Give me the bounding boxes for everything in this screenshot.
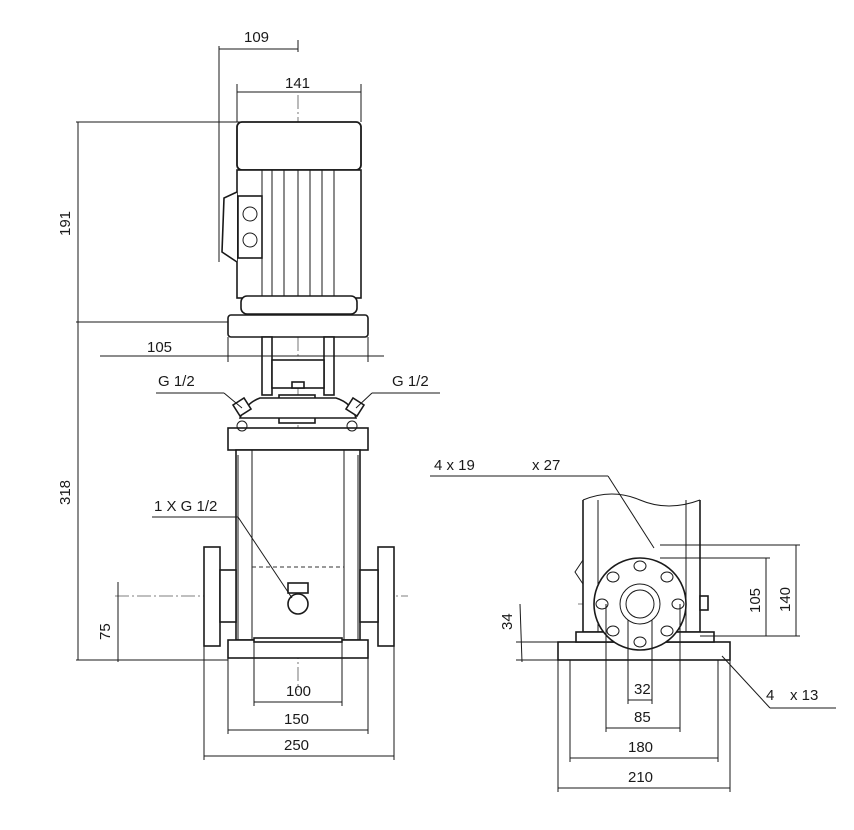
dim-75: 75 [97, 623, 114, 640]
side-dimensions: 4 x 19 x 27 105 140 34 32 85 180 210 [430, 457, 836, 792]
drain-plug-icon [287, 593, 309, 615]
motor [221, 121, 362, 315]
cable-gland-icon [242, 232, 258, 248]
foot-holes-sep: x 13 [790, 687, 818, 704]
dim-32: 32 [634, 681, 651, 698]
dim-250: 250 [284, 737, 309, 754]
dim-140: 140 [777, 587, 794, 612]
outlet-flange [359, 546, 395, 647]
dim-150: 150 [284, 711, 309, 728]
dim-210: 210 [628, 769, 653, 786]
gauge-left-label: G 1/2 [158, 373, 195, 390]
pump-head [227, 427, 369, 451]
dim-109: 109 [244, 29, 269, 46]
dim-191: 191 [57, 211, 74, 236]
pump-chamber [235, 449, 361, 641]
dim-85: 85 [634, 709, 651, 726]
gauge-right-label: G 1/2 [392, 373, 429, 390]
flange-holes-sep: x 27 [532, 457, 560, 474]
flange-holes-label: 4 x 19 [434, 457, 475, 474]
inlet-flange [203, 546, 237, 647]
foot-holes-count: 4 [766, 687, 774, 704]
motor-stool [227, 314, 369, 424]
dim-100: 100 [286, 683, 311, 700]
dim-105-gauge: 105 [147, 339, 172, 356]
dim-141: 141 [285, 75, 310, 92]
dim-105-flange: 105 [747, 588, 764, 613]
front-view [115, 95, 408, 690]
cable-gland-icon [242, 206, 258, 222]
front-dimensions: 109 141 191 318 105 G 1/2 G 1/2 1 X G 1/… [57, 29, 440, 760]
dim-318: 318 [57, 480, 74, 505]
drain-label: 1 X G 1/2 [154, 498, 217, 515]
dim-180: 180 [628, 739, 653, 756]
side-view [557, 493, 731, 661]
dim-34: 34 [499, 613, 516, 630]
